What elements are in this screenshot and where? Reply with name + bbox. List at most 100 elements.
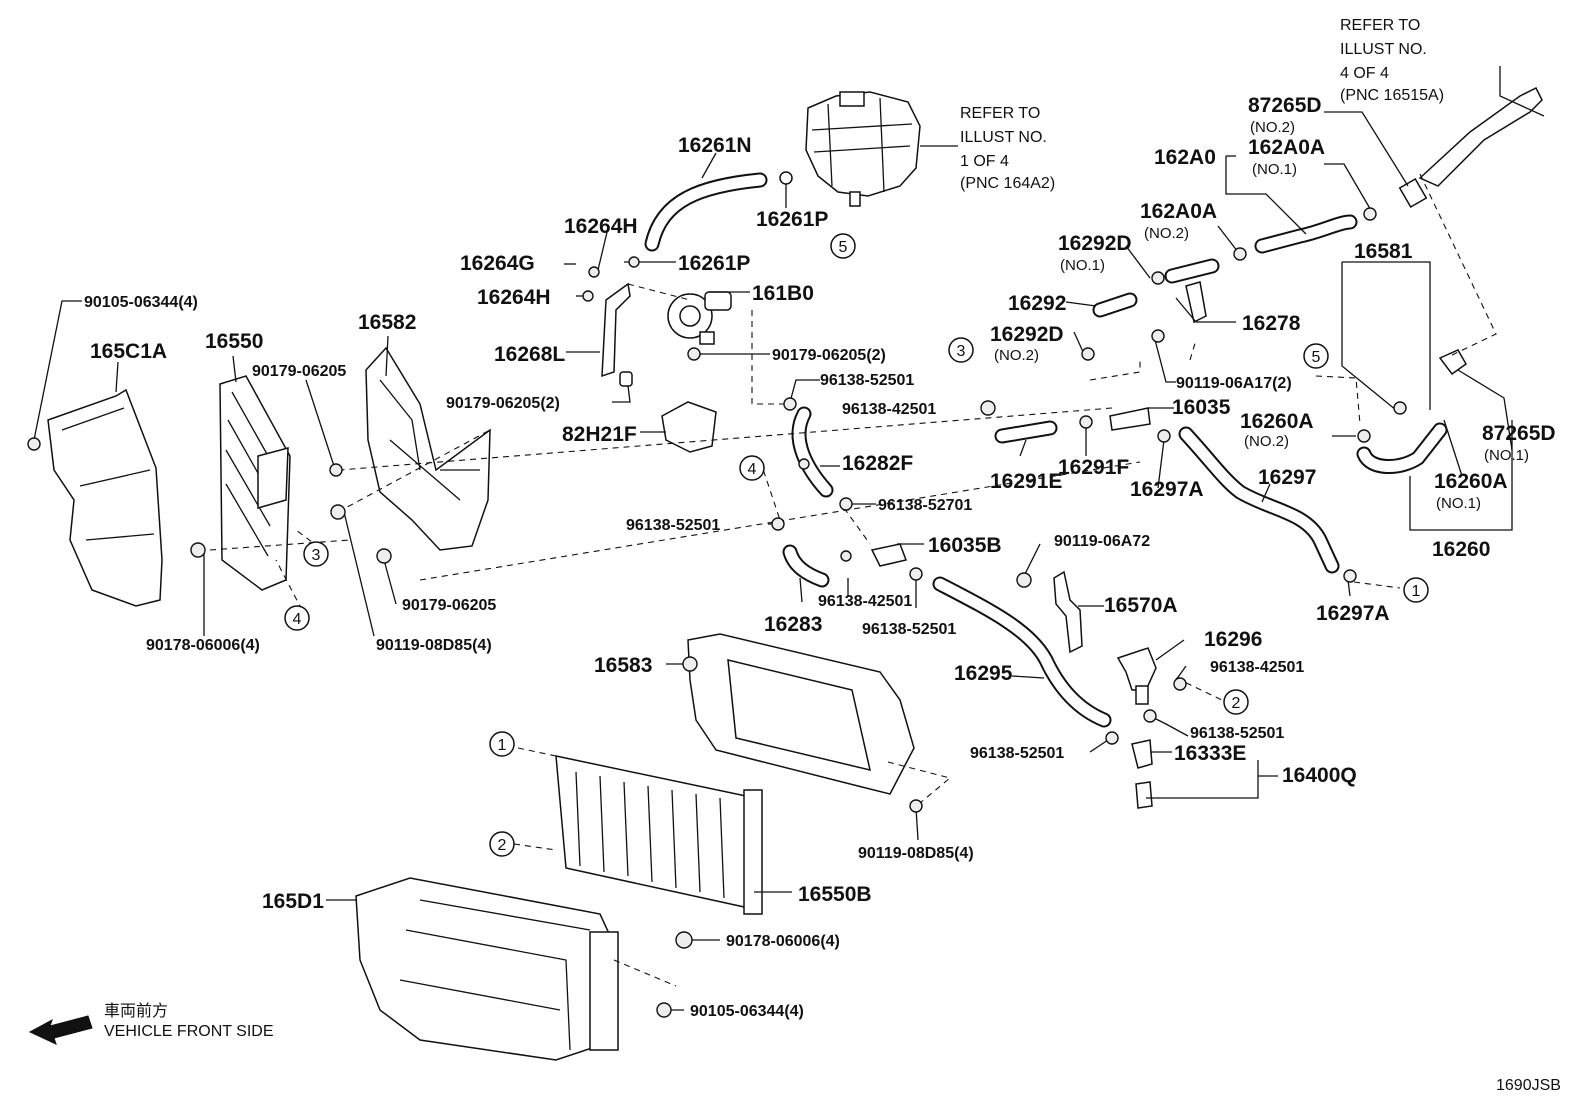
refer-note-2: REFER TO ILLUST NO. 4 OF 4 (PNC 16515A): [1340, 17, 1444, 104]
vehicle-front-indicator: 車両前方 VEHICLE FRONT SIDE: [28, 1002, 274, 1045]
label-16550B[interactable]: 16550B: [798, 883, 872, 906]
marker-1-left: 1: [489, 731, 515, 757]
label-90119-06A17[interactable]: 90119-06A17(2): [1176, 375, 1292, 392]
label-16260A-no2[interactable]: 16260A: [1240, 410, 1314, 433]
label-16261N[interactable]: 16261N: [678, 134, 752, 157]
svg-text:REFER TO: REFER TO: [1340, 17, 1420, 34]
marker-5-top: 5: [830, 233, 856, 259]
label-16282F[interactable]: 16282F: [842, 452, 913, 475]
label-90119-08D85-right[interactable]: 90119-08D85(4): [858, 845, 974, 862]
main-radiator: [555, 755, 763, 915]
label-90178-06006-left[interactable]: 90178-06006(4): [146, 637, 260, 654]
label-16550[interactable]: 16550: [205, 330, 263, 353]
label-16278[interactable]: 16278: [1242, 312, 1301, 335]
label-96138-52501-d[interactable]: 96138-52501: [1190, 725, 1284, 742]
svg-text:ILLUST NO.: ILLUST NO.: [1340, 41, 1427, 58]
label-90179-06205-2-bracket[interactable]: 90179-06205(2): [446, 395, 560, 412]
label-16582[interactable]: 16582: [358, 311, 416, 334]
dashed-connection-lines: [209, 173, 1497, 987]
label-16292D-no2[interactable]: 16292D: [990, 323, 1064, 346]
fasteners: [27, 207, 1407, 1018]
marker-2-left: 2: [489, 831, 515, 857]
label-96138-42501-b[interactable]: 96138-42501: [818, 593, 912, 610]
marker-4-center: 4: [739, 455, 765, 481]
label-96138-42501-a[interactable]: 96138-42501: [842, 401, 936, 418]
label-96138-52501-a[interactable]: 96138-52501: [820, 372, 914, 389]
label-87265D-no1[interactable]: 87265D: [1482, 422, 1556, 445]
part-number-labels: 16261N 16261P 16264H 16264G 16261P 16264…: [90, 94, 1556, 913]
label-16292[interactable]: 16292: [1008, 292, 1066, 315]
label-161B0[interactable]: 161B0: [752, 282, 814, 305]
label-90119-06A72[interactable]: 90119-06A72: [1054, 533, 1150, 550]
label-90105-06344-bottom[interactable]: 90105-06344(4): [690, 1003, 804, 1020]
label-162A0A-no1[interactable]: 162A0A: [1248, 136, 1325, 159]
label-96138-52501-b[interactable]: 96138-52501: [626, 517, 720, 534]
label-90179-06205-2-pump[interactable]: 90179-06205(2): [772, 347, 886, 364]
label-16291F[interactable]: 16291F: [1058, 456, 1129, 479]
label-16333E[interactable]: 16333E: [1174, 742, 1246, 765]
label-90179-06205-left[interactable]: 90179-06205: [252, 363, 346, 380]
svg-text:4: 4: [748, 461, 757, 478]
label-162A0A-no2[interactable]: 162A0A: [1140, 200, 1217, 223]
label-16268L[interactable]: 16268L: [494, 343, 565, 366]
reserve-tank: [805, 91, 921, 207]
marker-3-right: 3: [948, 337, 974, 363]
label-165D1[interactable]: 165D1: [262, 890, 324, 913]
label-16264H-top[interactable]: 16264H: [564, 215, 638, 238]
radiator-support: [687, 633, 915, 795]
label-82H21F[interactable]: 82H21F: [562, 423, 637, 446]
label-16261P-top[interactable]: 16261P: [756, 208, 828, 231]
marker-1-right: 1: [1403, 577, 1429, 603]
label-16260A-no1[interactable]: 16260A: [1434, 470, 1508, 493]
label-96138-52701[interactable]: 96138-52701: [878, 497, 972, 514]
label-90105-06344-top[interactable]: 90105-06344(4): [84, 294, 198, 311]
sub-16292D-no2: (NO.2): [994, 347, 1039, 364]
label-16297[interactable]: 16297: [1258, 466, 1316, 489]
label-96138-42501-c[interactable]: 96138-42501: [1210, 659, 1304, 676]
label-16260[interactable]: 16260: [1432, 538, 1490, 561]
label-16264G[interactable]: 16264G: [460, 252, 535, 275]
label-16297A[interactable]: 16297A: [1316, 602, 1390, 625]
label-96138-52501-c[interactable]: 96138-52501: [862, 621, 956, 638]
svg-text:ILLUST NO.: ILLUST NO.: [960, 129, 1047, 146]
sub-16260A-no1: (NO.1): [1436, 495, 1481, 512]
label-16283[interactable]: 16283: [764, 613, 822, 636]
label-16264H[interactable]: 16264H: [477, 286, 551, 309]
label-16297A-top[interactable]: 16297A: [1130, 478, 1204, 501]
svg-text:5: 5: [839, 239, 848, 256]
label-16035B[interactable]: 16035B: [928, 534, 1002, 557]
label-96138-52501-e[interactable]: 96138-52501: [970, 745, 1064, 762]
svg-text:3: 3: [312, 547, 321, 564]
front-side-en: VEHICLE FRONT SIDE: [104, 1023, 274, 1040]
parts-artwork: [47, 86, 1543, 1061]
water-pump: [667, 291, 732, 345]
label-16261P[interactable]: 16261P: [678, 252, 750, 275]
front-side-jp: 車両前方: [104, 1002, 168, 1020]
label-87265D-no2[interactable]: 87265D: [1248, 94, 1322, 117]
sub-notes: (NO.2) (NO.1) (NO.2) (NO.1) (NO.2) (NO.2…: [994, 119, 1529, 512]
sub-162A0A-no2: (NO.2): [1144, 225, 1189, 242]
label-16035[interactable]: 16035: [1172, 396, 1231, 419]
label-90119-08D85-left[interactable]: 90119-08D85(4): [376, 637, 492, 654]
label-16292D-no1[interactable]: 16292D: [1058, 232, 1132, 255]
label-90179-06205-bottom[interactable]: 90179-06205: [402, 597, 496, 614]
svg-text:2: 2: [1232, 695, 1241, 712]
label-162A0[interactable]: 162A0: [1154, 146, 1216, 169]
label-16583[interactable]: 16583: [594, 654, 652, 677]
sub-87265D-no2: (NO.2): [1250, 119, 1295, 136]
label-16581[interactable]: 16581: [1354, 240, 1413, 263]
label-90178-06006-bottom[interactable]: 90178-06006(4): [726, 933, 840, 950]
label-16291E[interactable]: 16291E: [990, 470, 1062, 493]
svg-text:1: 1: [498, 737, 507, 754]
label-16400Q[interactable]: 16400Q: [1282, 764, 1357, 787]
label-16296[interactable]: 16296: [1204, 628, 1262, 651]
label-165C1A[interactable]: 165C1A: [90, 340, 167, 363]
label-16570A[interactable]: 16570A: [1104, 594, 1178, 617]
svg-text:2: 2: [498, 837, 507, 854]
sub-16292D-no1: (NO.1): [1060, 257, 1105, 274]
svg-text:5: 5: [1312, 349, 1321, 366]
label-16295[interactable]: 16295: [954, 662, 1013, 685]
sub-16260A-no2: (NO.2): [1244, 433, 1289, 450]
